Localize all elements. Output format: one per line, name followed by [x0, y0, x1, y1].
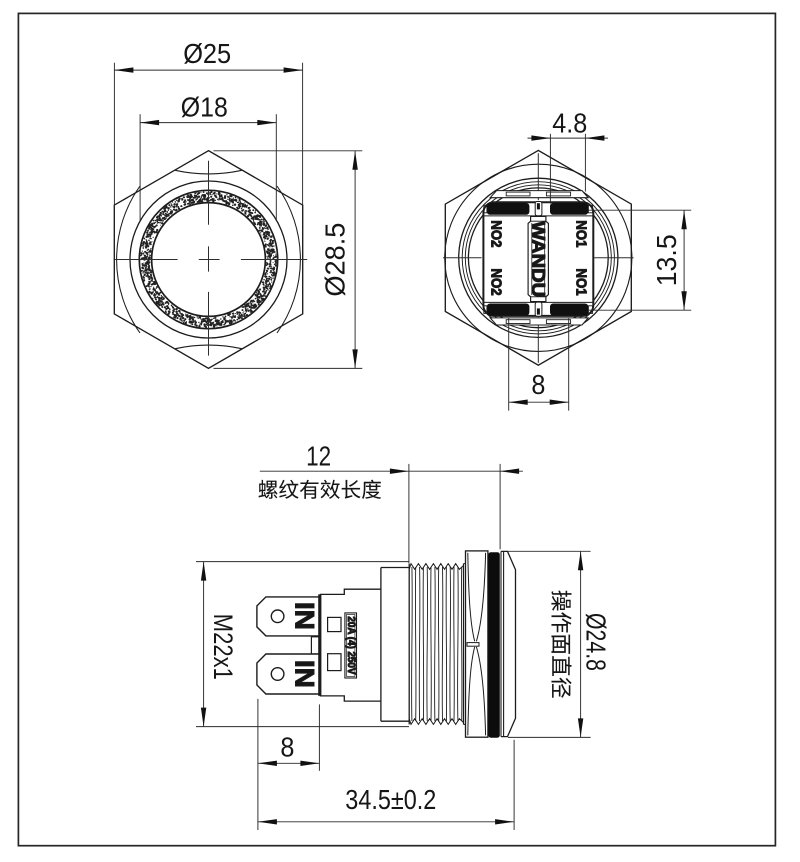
side-dimensions	[196, 463, 591, 830]
dim-text-face-diameter: Ø24.8	[580, 613, 611, 671]
rear-hexagon	[444, 149, 632, 366]
front-centerlines	[113, 160, 308, 356]
rear-view: NO2 NO2 NO1 NO1 WANDU	[443, 133, 692, 411]
side-flange	[380, 566, 410, 722]
dim-text-terminal-width: 4.8	[552, 108, 587, 139]
side-threads	[408, 562, 466, 726]
blade-label-in-bottom: IN	[290, 660, 320, 688]
dim-text-blade-pitch: 8	[280, 732, 294, 763]
side-gasket	[488, 552, 500, 738]
terminal-label-no2-bottom: NO2	[488, 269, 504, 296]
front-view	[113, 62, 363, 370]
rear-dimensions	[508, 133, 692, 411]
face-note-text	[551, 590, 572, 698]
dim-text-corner-diameter: Ø28.5	[319, 223, 350, 297]
terminal-label-no2-top: NO2	[488, 220, 504, 247]
ring-stipple	[139, 190, 278, 329]
blade-label-in-top: IN	[290, 602, 320, 630]
side-housing	[318, 588, 381, 702]
rear-terminal-bars	[483, 203, 594, 316]
thread-note-text	[258, 479, 382, 499]
terminal-label-no1-top: NO1	[573, 220, 589, 247]
rear-center-slots	[534, 201, 543, 317]
rear-brand-strip	[527, 215, 549, 303]
side-view: IN IN 20A (4) 250V	[196, 463, 591, 830]
rear-housing-tabs	[489, 190, 590, 326]
front-dimensions	[113, 62, 363, 369]
dimension-texts: Ø25 Ø18 Ø28.5 4.8 13.5 8 12 M22x1 Ø24.8 …	[181, 38, 682, 815]
dim-text-bezel-diameter: Ø25	[183, 38, 231, 69]
dim-text-thread-spec: M22x1	[208, 614, 238, 680]
brand-label: WANDU	[528, 221, 549, 297]
dim-text-total-length: 34.5±0.2	[345, 784, 436, 815]
side-face-plate	[500, 550, 517, 738]
dim-text-ring-diameter: Ø18	[181, 92, 228, 123]
rating-label: 20A (4) 250V	[345, 616, 357, 675]
page-border	[17, 12, 777, 847]
dim-text-thread-length: 12	[306, 440, 331, 471]
side-head-bezel	[464, 550, 489, 738]
side-terminal-blades	[256, 596, 321, 695]
dim-text-terminal-row-spacing: 13.5	[651, 234, 682, 286]
dim-text-terminal-col-spacing: 8	[531, 369, 545, 400]
terminal-label-no1-bottom: NO1	[573, 269, 589, 296]
